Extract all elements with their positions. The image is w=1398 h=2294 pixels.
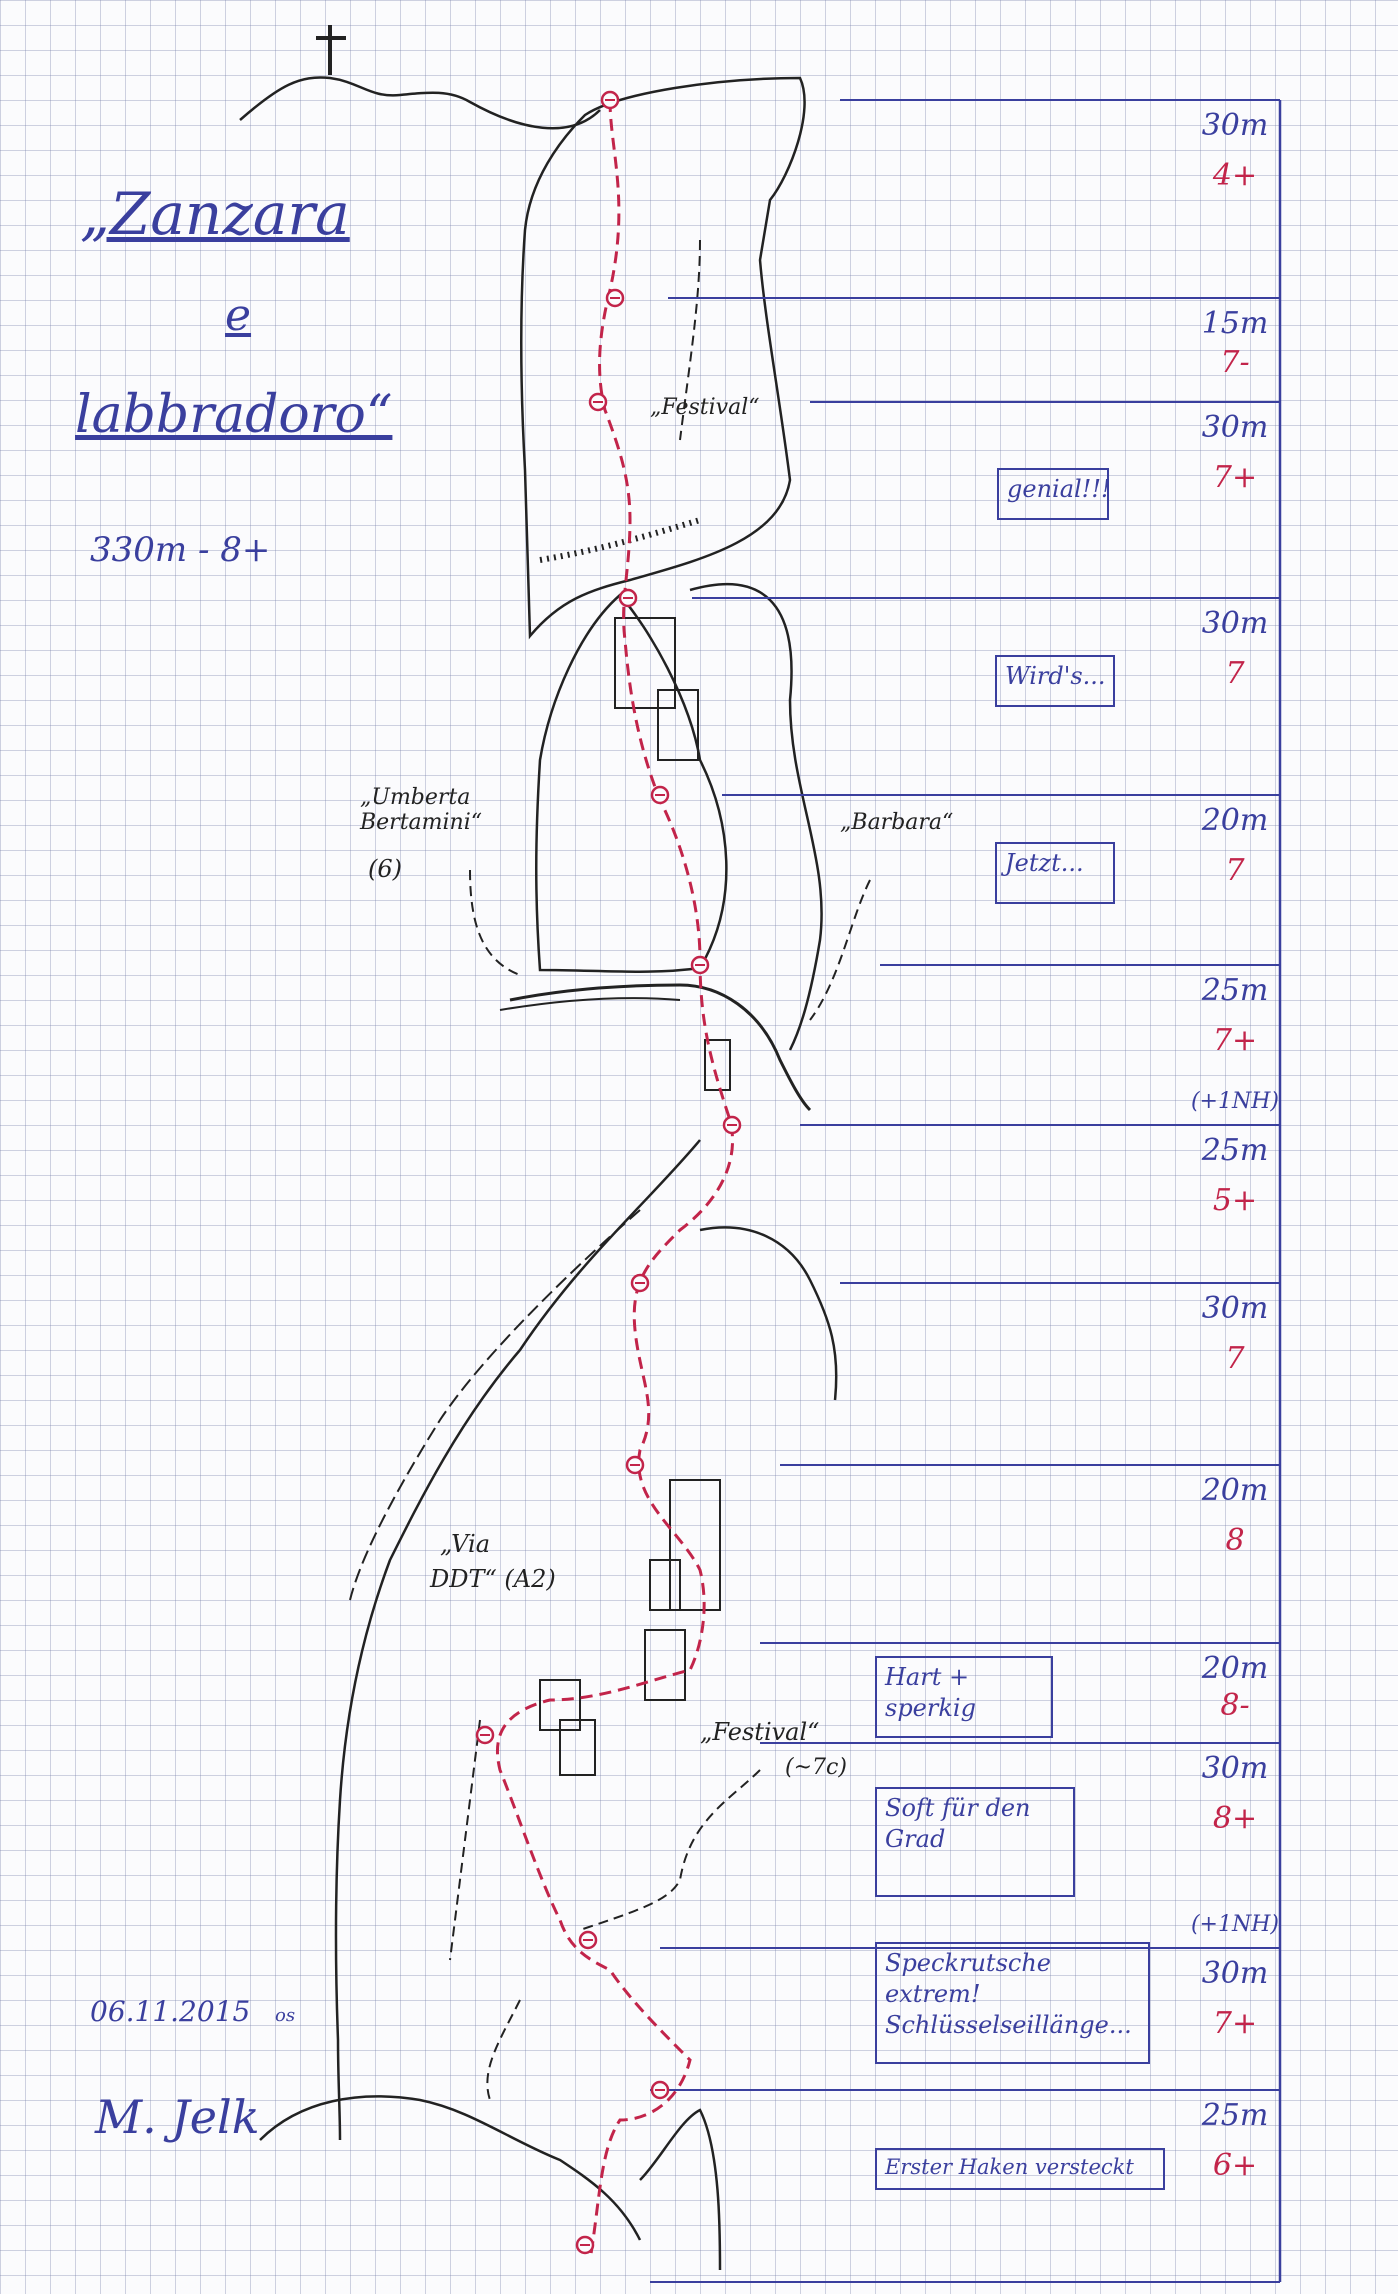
lower-face-left xyxy=(334,1139,701,2141)
upper-tower-ledge xyxy=(539,517,701,563)
pitch-grade: 6+ xyxy=(1212,2148,1258,2183)
pitch-grade: 7 xyxy=(1225,853,1245,888)
label-festival-bottom-grade: (~7c) xyxy=(785,1755,847,1780)
pitch-grade: 7+ xyxy=(1212,460,1258,495)
pitch-grade: 7+ xyxy=(1212,1023,1258,1058)
comment-hart-sperkig: Hart + sperkig xyxy=(875,1656,1053,1738)
pitch-length: 25m xyxy=(1201,1133,1269,1168)
pitch-note: (+1NH) xyxy=(1190,1912,1280,1937)
label-festival-top: „Festival“ xyxy=(650,395,760,420)
pitch-length: 25m xyxy=(1201,2098,1269,2133)
pitch-note: (+1NH) xyxy=(1190,1089,1280,1114)
side-routes xyxy=(449,239,871,2101)
label-via-ddt-2: DDT“ (A2) xyxy=(430,1565,556,1593)
pitch-grade: 8- xyxy=(1220,1688,1250,1723)
pitch-grade: 8+ xyxy=(1212,1801,1258,1836)
comment-erster-haken: Erster Haken versteckt xyxy=(875,2148,1165,2190)
comment-soft: Soft für den Grad xyxy=(875,1787,1075,1897)
pitch-length: 30m xyxy=(1201,606,1269,641)
ground-line xyxy=(259,2095,722,2271)
pitch-grade: 8 xyxy=(1225,1523,1245,1558)
route-title-line2: e xyxy=(225,290,252,341)
pitch-length: 30m xyxy=(1201,1751,1269,1786)
pitch-grade: 5+ xyxy=(1212,1183,1258,1218)
pitch-length: 15m xyxy=(1201,306,1269,341)
middle-pillar-right xyxy=(689,582,823,1051)
upper-tower-outline xyxy=(520,76,806,640)
pitch-grade: 7+ xyxy=(1212,2006,1258,2041)
label-umberta-name: „Umberta Bertamini“ xyxy=(360,785,483,835)
lower-face-outer xyxy=(349,1209,641,1601)
pitch-grade: 4+ xyxy=(1212,158,1258,193)
comment-genial: genial!!! xyxy=(997,468,1111,520)
pitch-length: 30m xyxy=(1201,1291,1269,1326)
lower-face-right xyxy=(699,1226,838,1401)
belay-boxes xyxy=(539,617,731,1776)
pitch-length: 25m xyxy=(1201,973,1269,1008)
footer-initials: os xyxy=(275,2005,296,2026)
route-title-line1: „Zanzara xyxy=(80,180,350,248)
pitch-grade: 7 xyxy=(1225,656,1245,691)
summit-ridge xyxy=(239,76,601,130)
comment-wirds: Wird's... xyxy=(995,655,1115,707)
ledge-band-lower xyxy=(499,997,681,1011)
pitch-length: 20m xyxy=(1201,1651,1269,1686)
ledge-band xyxy=(509,983,812,1112)
comment-jetzt: Jetzt... xyxy=(995,842,1115,904)
pitch-length: 30m xyxy=(1201,108,1269,143)
main-route-line xyxy=(495,99,735,2261)
comment-speckrutsche: Speckrutsche extrem! Schlüsselseillänge.… xyxy=(875,1942,1150,2064)
pitch-length: 20m xyxy=(1201,803,1269,838)
pitch-grade: 7- xyxy=(1220,344,1250,380)
footer-date: 06.11.2015 xyxy=(90,1995,251,2028)
pitch-length: 30m xyxy=(1201,1956,1269,1991)
pitch-grade: 7 xyxy=(1225,1341,1245,1376)
pitch-length: 20m xyxy=(1201,1473,1269,1508)
label-barbara: „Barbara“ xyxy=(840,810,954,835)
route-title-line3: labbradoro“ xyxy=(75,385,393,445)
middle-pillar-outline xyxy=(535,593,728,973)
label-via-ddt-1: „Via xyxy=(440,1530,491,1558)
pitch-length: 30m xyxy=(1201,410,1269,445)
footer-signature: M. Jelk xyxy=(95,2090,260,2144)
route-summary: 330m - 8+ xyxy=(90,530,271,570)
summit-cross-icon xyxy=(316,25,346,75)
label-umberta-grade: (6) xyxy=(368,855,402,883)
label-festival-bottom: „Festival“ xyxy=(700,1718,820,1746)
